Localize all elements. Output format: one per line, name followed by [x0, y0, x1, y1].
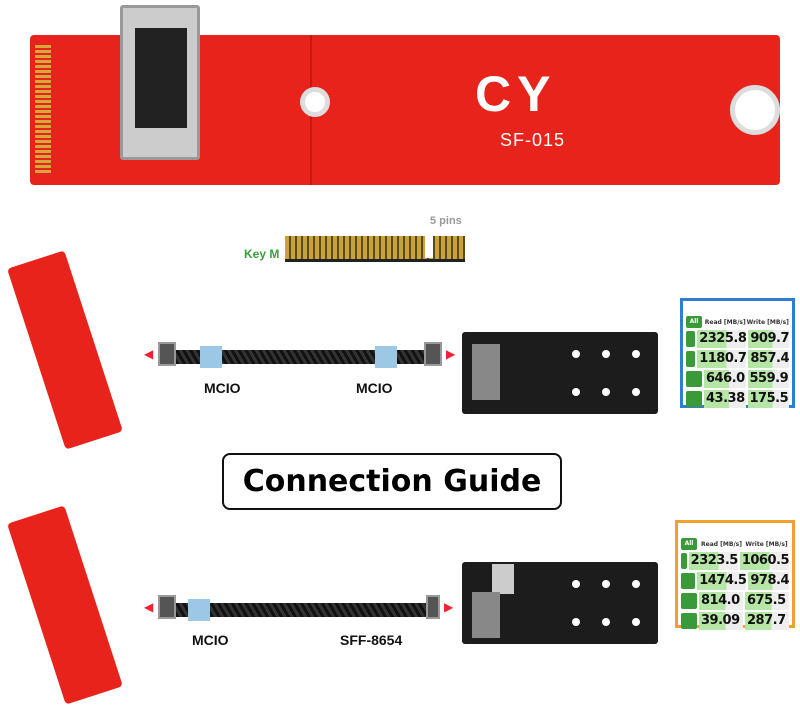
cable-plug: [158, 595, 176, 619]
m2-board-angled: [7, 250, 123, 450]
bench-value: 2323.5: [688, 552, 738, 570]
bench-value: 646.0: [704, 370, 746, 388]
cable-sleeve: [188, 599, 210, 621]
cable-plug: [426, 595, 440, 619]
write-header: Write [MB/s]: [746, 318, 789, 326]
connection-guide-title: Connection Guide: [222, 453, 562, 510]
all-button[interactable]: All: [681, 538, 697, 550]
mcio-connector: [120, 5, 200, 160]
arrow-left-icon: ◀: [144, 600, 154, 614]
bench-value: 857.4: [748, 350, 789, 368]
cable-sleeve: [375, 346, 397, 368]
all-button[interactable]: All: [686, 316, 702, 328]
mount-hole: [300, 87, 330, 117]
left-connector-label: MCIO: [192, 632, 229, 648]
m2-board-angled: [7, 505, 123, 705]
brand-logo: CY: [475, 66, 557, 122]
gold-fingers: [35, 45, 51, 175]
right-connector-label: MCIO: [356, 380, 393, 396]
bench-value: 1060.5: [739, 552, 790, 570]
left-connector-label: MCIO: [204, 380, 241, 396]
bench-value: 175.5: [747, 390, 789, 408]
bench-value: 909.7: [748, 330, 789, 348]
mcio-to-sff8654-cable: [176, 603, 426, 617]
right-connector-label: SFF-8654: [340, 632, 403, 648]
arrow-right-icon: ▶: [446, 347, 456, 361]
bench-value: 559.9: [747, 370, 789, 388]
mcio-cable: [176, 350, 424, 364]
key-m-label: Key M: [244, 247, 280, 261]
bench-value: 1474.5: [697, 572, 747, 590]
pins-label: 5 pins: [430, 215, 462, 227]
cable-plug: [424, 342, 442, 366]
ssd-adapter-board: [462, 332, 658, 414]
bench-value: 1180.7: [697, 350, 747, 368]
end-notch: [730, 85, 780, 135]
bench-value: 2325.8: [697, 330, 747, 348]
ssd-adapter-board: [462, 562, 658, 644]
key-m-fingers: [285, 236, 465, 262]
cable-sleeve: [200, 346, 222, 368]
bench-value: 978.4: [748, 572, 789, 590]
bench-value: 43.38: [704, 390, 746, 408]
arrow-right-icon: ▶: [444, 600, 454, 614]
read-header: Read [MB/s]: [704, 318, 746, 326]
model-label: SF-015: [500, 130, 566, 150]
write-header: Write [MB/s]: [745, 540, 788, 548]
bench-value: 675.5: [745, 592, 789, 610]
arrow-left-icon: ◀: [144, 347, 154, 361]
bench-value: 814.0: [699, 592, 743, 610]
bench-value: 287.7: [745, 612, 789, 630]
read-header: Read [MB/s]: [701, 540, 742, 548]
bench-value: 39.09: [699, 612, 743, 630]
cable-plug: [158, 342, 176, 366]
